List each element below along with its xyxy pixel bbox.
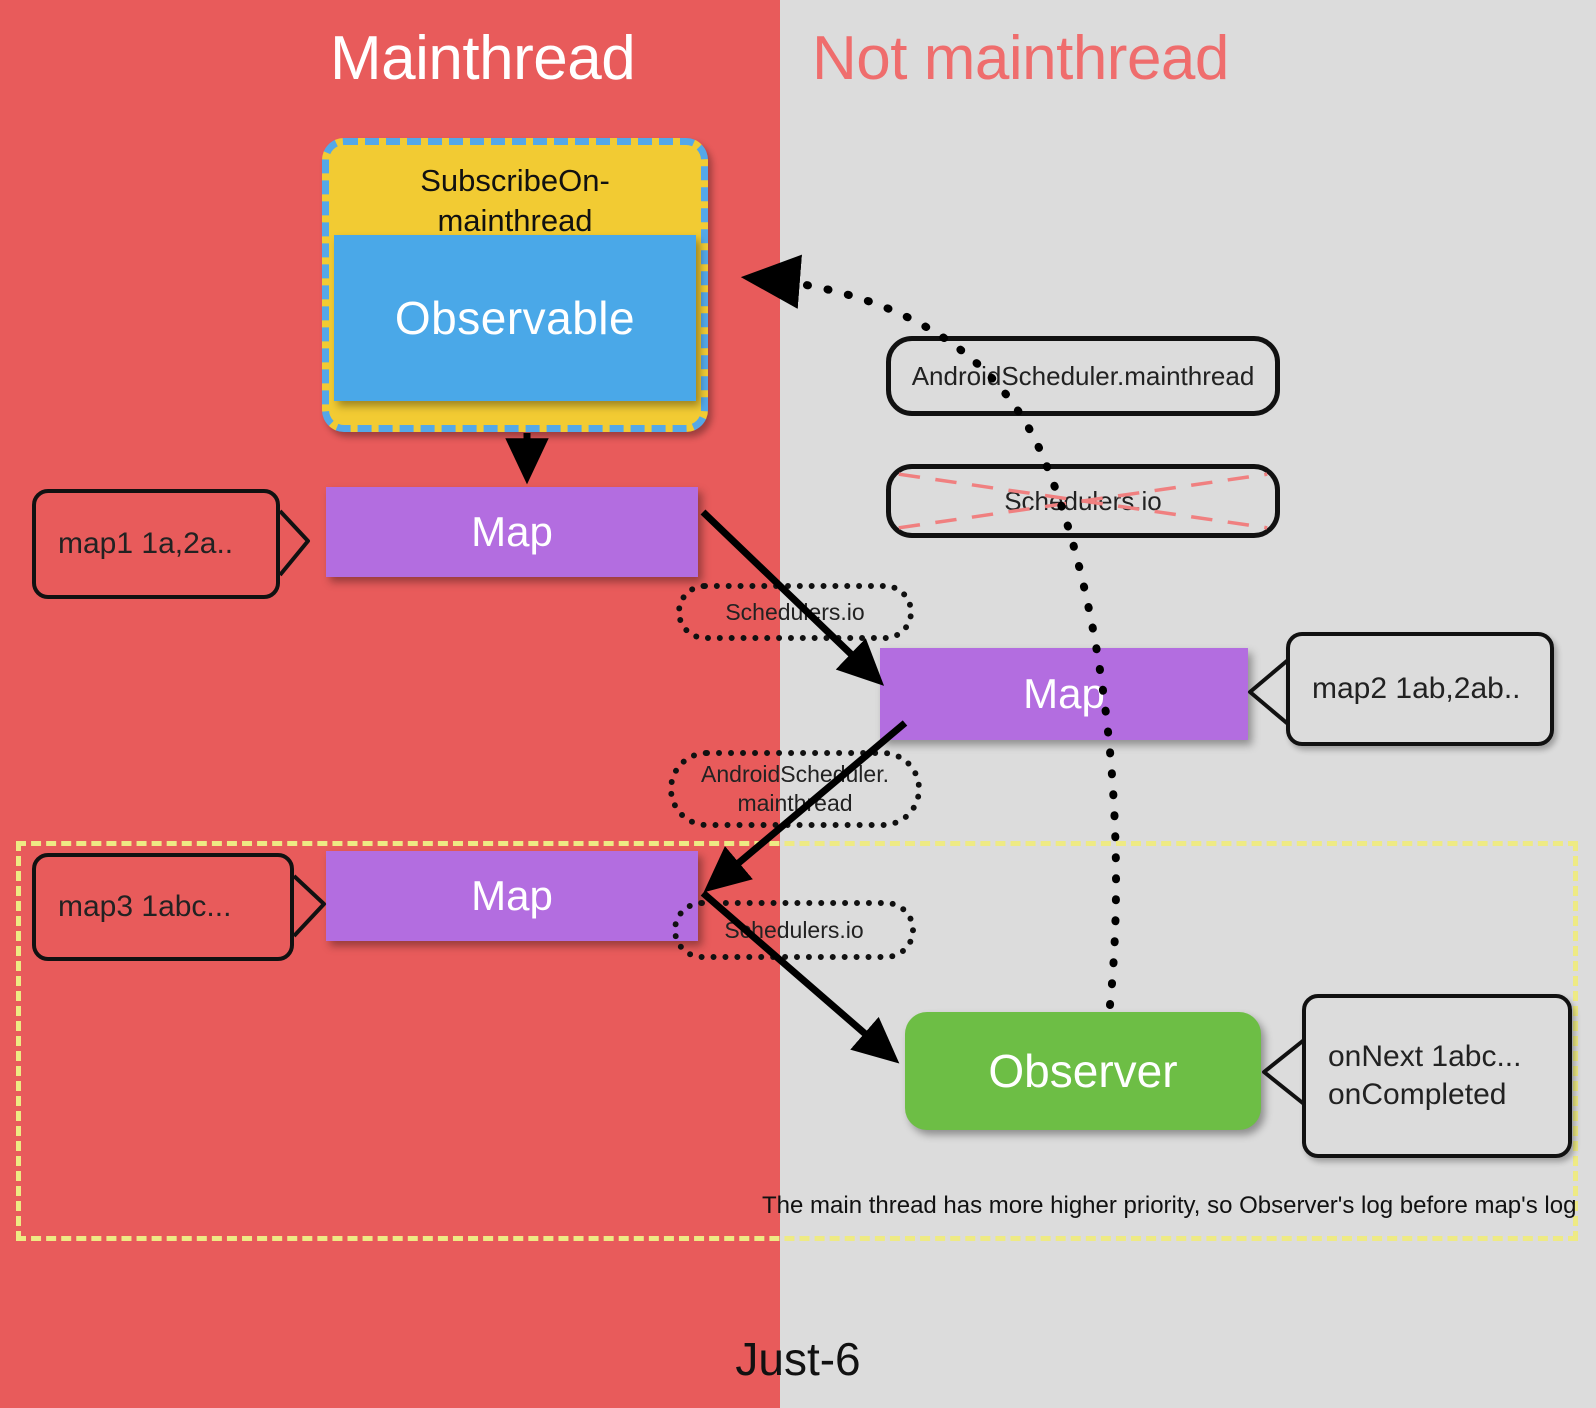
pill-schedulers-io-1-label: Schedulers.io [725, 598, 865, 625]
heading-not-mainthread: Not mainthread [812, 24, 1229, 93]
figure-caption: Just-6 [735, 1333, 861, 1385]
pill-androidscheduler-line2: mainthread [737, 790, 853, 816]
map-block-2-label: Map [1023, 670, 1105, 717]
observer-block[interactable]: Observer [905, 1012, 1261, 1130]
map-block-1-label: Map [471, 508, 553, 555]
pill-schedulers-io-1: Schedulers.io [676, 583, 914, 641]
callout-map2: map2 1ab,2ab.. [1286, 632, 1554, 746]
pill-androidscheduler-mainthread-label: AndroidScheduler. mainthread [701, 760, 889, 818]
bottom-strip-left [0, 1320, 780, 1408]
callout-observer: onNext 1abc... onCompleted [1302, 994, 1572, 1158]
observable-block[interactable]: Observable [334, 235, 696, 401]
heading-mainthread: Mainthread [330, 24, 636, 93]
callout-map2-label: map2 1ab,2ab.. [1312, 671, 1521, 705]
map-block-3-label: Map [471, 872, 553, 919]
callout-observer-line2: onCompleted [1328, 1078, 1507, 1111]
map-block-3[interactable]: Map [326, 851, 698, 941]
androidscheduler-mainthread-box[interactable]: AndroidScheduler.mainthread [886, 336, 1280, 416]
pill-schedulers-io-2-label: Schedulers.io [724, 916, 864, 943]
footnote-text: The main thread has more higher priority… [762, 1192, 1577, 1219]
subscribe-on-label: SubscribeOn- mainthread [329, 161, 701, 240]
observer-label: Observer [988, 1045, 1178, 1097]
callout-map3-label: map3 1abc... [58, 889, 232, 923]
pill-androidscheduler-mainthread: AndroidScheduler. mainthread [668, 750, 922, 828]
map-block-1[interactable]: Map [326, 487, 698, 577]
callout-observer-line1: onNext 1abc... [1328, 1039, 1522, 1073]
map-block-2[interactable]: Map [880, 648, 1248, 740]
subscribe-on-label-line1: SubscribeOn- [420, 163, 610, 198]
callout-map3: map3 1abc... [32, 853, 294, 961]
callout-map1: map1 1a,2a.. [32, 489, 280, 599]
androidscheduler-mainthread-box-label: AndroidScheduler.mainthread [911, 360, 1255, 391]
subscribe-on-label-line2: mainthread [437, 202, 593, 238]
schedulers-io-box-label: Schedulers.io [1004, 485, 1162, 516]
pill-schedulers-io-2: Schedulers.io [672, 900, 916, 960]
schedulers-io-box-disabled[interactable]: Schedulers.io [886, 464, 1280, 538]
pill-androidscheduler-line1: AndroidScheduler. [701, 761, 889, 788]
callout-map1-label: map1 1a,2a.. [58, 526, 234, 560]
observable-label: Observable [394, 292, 636, 344]
